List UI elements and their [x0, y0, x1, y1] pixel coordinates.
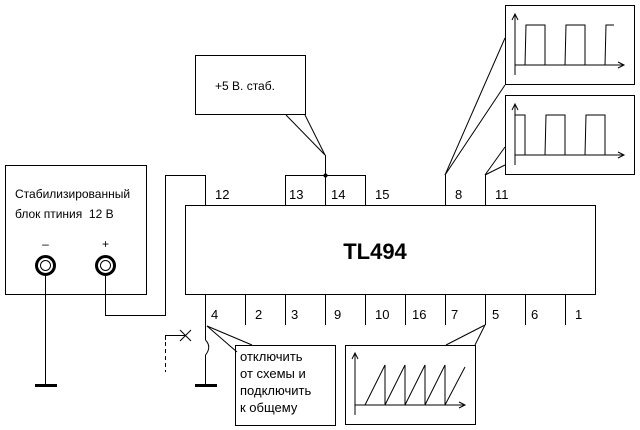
pin-label: 5: [492, 307, 499, 322]
chip-name: TL494: [343, 239, 407, 264]
pin-label: 10: [375, 307, 389, 322]
vref-callout-text: +5 В. стаб.: [215, 79, 275, 93]
pin5-sawtooth-wave: [351, 351, 467, 415]
pin-label: 12: [215, 187, 229, 202]
ground-icon: [35, 384, 57, 387]
pin4-note-line: от схемы и: [240, 366, 306, 381]
top-pin-lines: [205, 175, 486, 205]
pin-label: 14: [331, 187, 345, 202]
chip-body: [185, 205, 596, 295]
pin4-ground-icon: [195, 384, 217, 387]
pin8-square-wave: [511, 12, 626, 75]
pin11-square-wave: [511, 102, 626, 165]
pin4-break-arc: [205, 339, 210, 356]
pin-label: 6: [531, 307, 538, 322]
plus-12v-wire: [105, 175, 206, 316]
minus-label: –: [42, 237, 49, 251]
pin5-waveform-box: [345, 345, 476, 425]
break-x-icon: [179, 329, 192, 342]
pin4-note-line: отключить: [240, 349, 303, 364]
pin-label: 3: [291, 307, 298, 322]
pin4-note-line: к общему: [240, 400, 298, 415]
pin4-note-line: подключить: [240, 383, 311, 398]
pin11-waveform-box: [505, 95, 635, 175]
bottom-pin-lines: [205, 295, 566, 325]
minus-terminal-icon: [35, 255, 56, 276]
pin-label: 8: [455, 187, 462, 202]
pin-label: 4: [211, 307, 218, 322]
pin-label: 15: [375, 187, 389, 202]
pin8-waveform-box: [505, 5, 635, 85]
pin-label: 1: [575, 307, 582, 322]
pin-label: 2: [255, 307, 262, 322]
power-supply-label-1: Стабилизированный: [15, 187, 130, 201]
pin-label: 9: [334, 307, 341, 322]
pin-label: 16: [412, 307, 426, 322]
pin-label: 7: [451, 307, 458, 322]
pin-label: 11: [495, 187, 509, 202]
power-supply-box: [5, 165, 147, 295]
vref-callout-box: [195, 55, 306, 115]
plus-terminal-icon: [95, 255, 116, 276]
junction-dot: [323, 173, 328, 178]
power-supply-label-2: блок птиния 12 В: [15, 207, 114, 221]
disconnected-branch: [165, 335, 185, 340]
pin-label: 13: [289, 187, 303, 202]
pin4-note-box: [235, 345, 336, 426]
plus-label: +: [102, 237, 109, 251]
